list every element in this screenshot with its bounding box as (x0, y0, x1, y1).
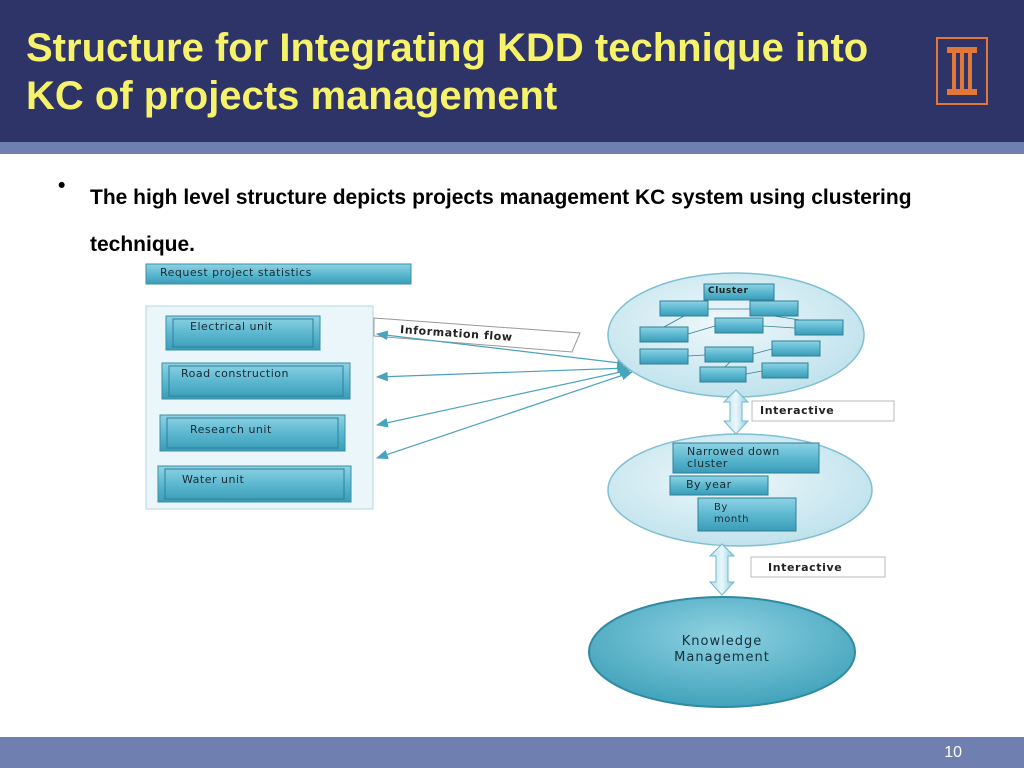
unit-box-road (161, 362, 351, 400)
request-box (145, 263, 412, 285)
flow-arrow-water (375, 370, 634, 460)
flow-arrow-electrical (375, 330, 630, 368)
by-month-box (697, 497, 797, 532)
interactive-tag-1 (751, 400, 895, 422)
cluster-label: Cluster (708, 286, 749, 296)
cluster-node (659, 300, 709, 317)
unit-box-water (157, 465, 352, 503)
unit-label-water: Water unit (182, 473, 245, 486)
knowledge-management-ellipse (588, 596, 856, 708)
cluster-node (749, 300, 799, 317)
header-stripe (0, 142, 1024, 154)
interactive-arrow-2 (708, 543, 736, 596)
cluster-node (714, 317, 764, 334)
university-logo-icon (936, 37, 988, 105)
unit-box-research (159, 414, 346, 452)
slide-header (0, 0, 1024, 142)
by-year-label: By year (686, 478, 732, 491)
narrowed-cluster-label: Narrowed down cluster (687, 445, 780, 470)
bullet-text: The high level structure depicts project… (90, 186, 912, 256)
slide-title: Structure for Integrating KDD technique … (26, 26, 869, 118)
bullet-marker: • (58, 174, 66, 197)
interactive-tag-2 (750, 556, 886, 578)
cluster-links (663, 308, 801, 375)
interactive-label-1: Interactive (760, 404, 835, 417)
cluster-node (699, 366, 747, 383)
knowledge-management-label: Knowledge Management (674, 634, 770, 665)
flow-arrow-research (375, 367, 632, 428)
unit-label-electrical: Electrical unit (190, 320, 273, 333)
request-label: Request project statistics (160, 266, 312, 279)
cluster-node (794, 319, 844, 336)
interactive-label-2: Interactive (768, 561, 843, 574)
cluster-node (704, 346, 754, 363)
cluster-title-box (703, 283, 775, 301)
page-number: 10 (944, 744, 962, 761)
by-year-box (669, 475, 769, 496)
cluster-node (639, 326, 689, 343)
narrowed-cluster-box (672, 442, 820, 474)
by-month-label: By month (714, 502, 749, 525)
flow-arrow-road (375, 363, 630, 382)
cluster-node (639, 348, 689, 365)
cluster-node (771, 340, 821, 357)
cluster-node (761, 362, 809, 379)
unit-box-electrical (165, 315, 321, 351)
unit-label-road: Road construction (181, 367, 290, 380)
slide-footer: 10 (0, 737, 1024, 768)
unit-label-research: Research unit (190, 423, 272, 436)
